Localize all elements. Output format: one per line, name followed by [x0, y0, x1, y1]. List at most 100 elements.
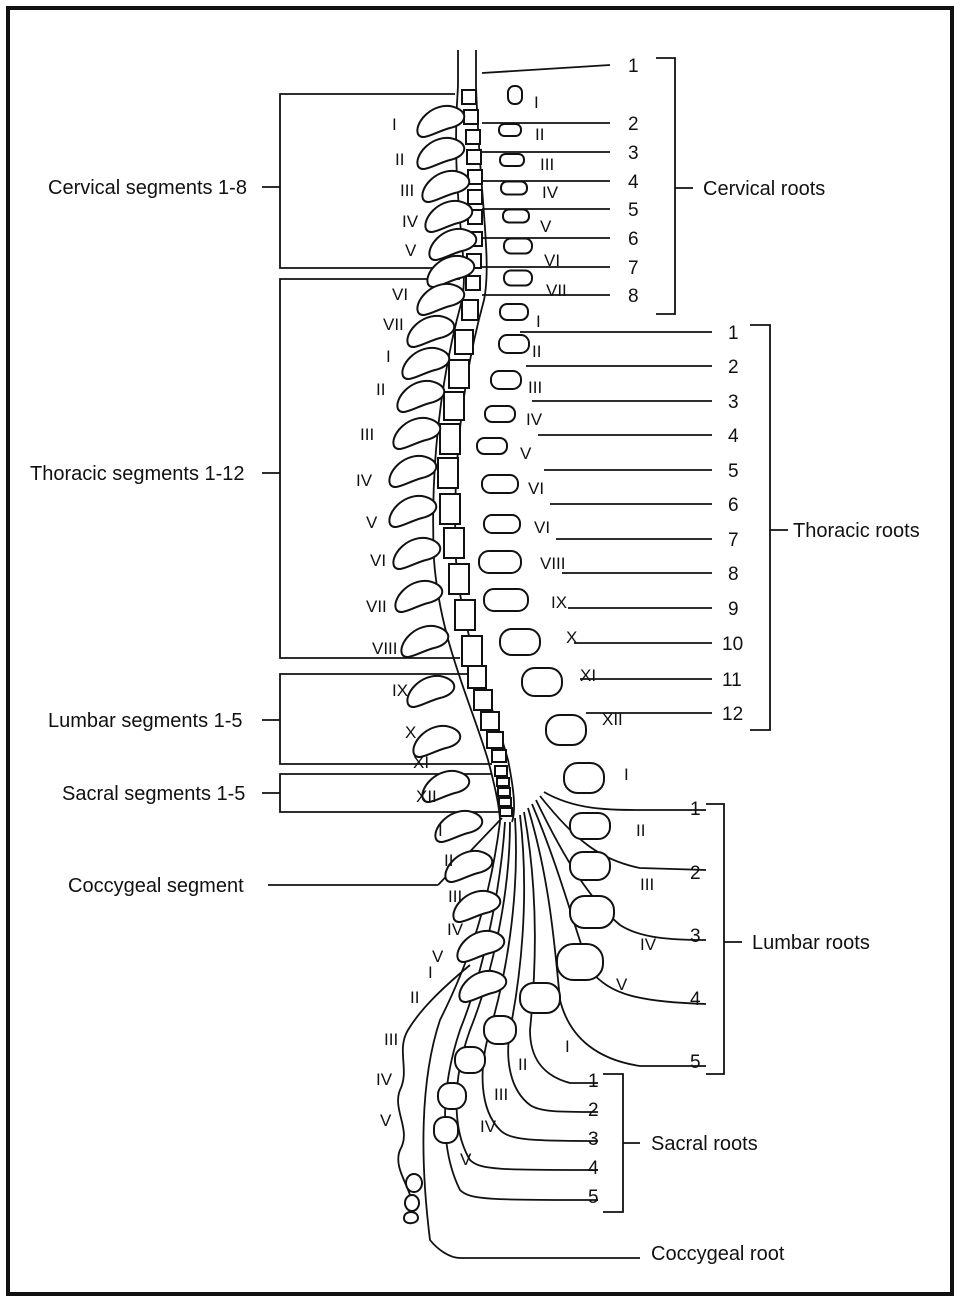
- right-thoracic-roman-6: VI: [528, 479, 544, 498]
- right-thoracic-roman-12: XII: [602, 710, 623, 729]
- left-roman-21: II: [444, 851, 453, 870]
- thoracic-root-number-2: 2: [728, 357, 739, 378]
- left-sacral-roman-I: I: [428, 963, 433, 982]
- sacral-root-number-2: 2: [588, 1100, 599, 1121]
- left-roman-24: V: [432, 947, 444, 966]
- left-roman-14: VII: [366, 597, 387, 616]
- right-vertebra-12: [477, 438, 507, 454]
- cervical-root-number-3: 3: [628, 143, 639, 164]
- lumbar-root-number-5: 5: [690, 1052, 701, 1073]
- thoracic-segments-label: Thoracic segments 1-12: [30, 463, 245, 485]
- sacral-root-number-5: 5: [588, 1187, 599, 1208]
- cervical-root-number-1: 1: [628, 56, 639, 77]
- right-vertebra-26: [484, 1016, 516, 1044]
- lumbar-root-number-4: 4: [690, 989, 701, 1010]
- left-roman-13: VI: [370, 551, 386, 570]
- cord-segment-13: [449, 360, 469, 388]
- right-vertebra-20: [564, 763, 604, 793]
- left-roman-9: II: [376, 380, 385, 399]
- right-thoracic-roman-4: IV: [526, 410, 543, 429]
- right-lumbar-roman-III: III: [640, 875, 654, 894]
- coccygeal-root-label: Coccygeal root: [651, 1243, 785, 1265]
- right-cervical-roman-VI: VI: [544, 251, 560, 270]
- right-vertebra-21: [570, 813, 610, 839]
- right-vertebra-10: [491, 371, 521, 389]
- cord-segment-10: [466, 276, 480, 290]
- cord-segment-25: [487, 732, 503, 748]
- right-vertebra-4: [501, 182, 527, 195]
- right-sacral-roman-V: V: [460, 1150, 472, 1169]
- cord-segment-19: [449, 564, 469, 594]
- cervical-root-number-4: 4: [628, 172, 639, 193]
- left-roman-18: XI: [413, 753, 429, 772]
- left-roman-23: IV: [447, 920, 464, 939]
- lumbar-roots-label: Lumbar roots: [752, 932, 870, 954]
- right-thoracic-roman-7: VI: [534, 518, 550, 537]
- right-vertebra-24: [557, 944, 603, 980]
- left-roman-7: VII: [383, 315, 404, 334]
- cervical-root-number-6: 6: [628, 229, 639, 250]
- cord-segment-30: [499, 798, 511, 806]
- thoracic-root-number-12: 12: [722, 704, 743, 725]
- coccygeal-segment-label: Coccygeal segment: [68, 875, 244, 897]
- right-vertebra-28: [438, 1083, 466, 1109]
- cord-segment-6: [468, 190, 482, 204]
- right-vertebra-22: [570, 852, 610, 880]
- left-roman-1: I: [392, 115, 397, 134]
- right-vertebra-9: [499, 335, 529, 353]
- right-thoracic-roman-3: III: [528, 378, 542, 397]
- right-lumbar-roman-II: II: [636, 821, 645, 840]
- right-thoracic-roman-8: VIII: [540, 554, 566, 573]
- sacral-segments-label: Sacral segments 1-5: [62, 783, 245, 805]
- thoracic-root-number-3: 3: [728, 392, 739, 413]
- coccyx-bone-3: [404, 1212, 418, 1223]
- right-cervical-roman-IV: IV: [542, 183, 559, 202]
- right-vertebra-14: [484, 515, 520, 533]
- thoracic-root-number-8: 8: [728, 564, 739, 585]
- cord-segment-31: [500, 808, 512, 816]
- sacral-roots-label: Sacral roots: [651, 1133, 758, 1155]
- left-roman-6: VI: [392, 285, 408, 304]
- left-roman-12: V: [366, 513, 378, 532]
- right-thoracic-roman-5: V: [520, 444, 532, 463]
- right-thoracic-roman-2: II: [532, 342, 541, 361]
- cord-segment-3: [466, 130, 480, 144]
- right-vertebra-7: [504, 271, 532, 286]
- right-cervical-roman-I: I: [534, 93, 539, 112]
- right-vertebra-16: [484, 589, 528, 611]
- right-vertebra-8: [500, 304, 528, 320]
- cord-segment-23: [474, 690, 492, 710]
- right-cervical-roman-VII: VII: [546, 281, 567, 300]
- cord-segment-1: [462, 90, 476, 104]
- coccyx-bone-2: [405, 1195, 419, 1211]
- left-roman-16: IX: [392, 681, 408, 700]
- right-vertebra-11: [485, 406, 515, 422]
- cord-segment-12: [455, 330, 473, 354]
- left-sacral-roman-III: III: [384, 1030, 398, 1049]
- sacral-root-number-4: 4: [588, 1158, 599, 1179]
- right-thoracic-roman-11: XI: [580, 666, 596, 685]
- cord-segment-17: [440, 494, 460, 524]
- cord-segment-21: [462, 636, 482, 666]
- left-roman-4: IV: [402, 212, 419, 231]
- thoracic-root-number-5: 5: [728, 461, 739, 482]
- cord-segment-22: [468, 666, 486, 688]
- left-roman-20: I: [438, 821, 443, 840]
- thoracic-roots-label: Thoracic roots: [793, 520, 920, 542]
- left-roman-19: XII: [416, 787, 437, 806]
- left-sacral-roman-IV: IV: [376, 1070, 393, 1089]
- right-lumbar-roman-I: I: [624, 765, 629, 784]
- left-sacral-roman-V: V: [380, 1111, 392, 1130]
- left-roman-5: V: [405, 241, 417, 260]
- right-cervical-roman-V: V: [540, 217, 552, 236]
- right-thoracic-roman-9: IX: [551, 593, 567, 612]
- left-roman-11: IV: [356, 471, 373, 490]
- right-thoracic-roman-1: I: [536, 312, 541, 331]
- cervical-root-number-2: 2: [628, 114, 639, 135]
- thoracic-root-number-11: 11: [722, 670, 742, 691]
- thoracic-root-number-6: 6: [728, 495, 739, 516]
- right-vertebra-17: [500, 629, 540, 655]
- sacral-root-number-3: 3: [588, 1129, 599, 1150]
